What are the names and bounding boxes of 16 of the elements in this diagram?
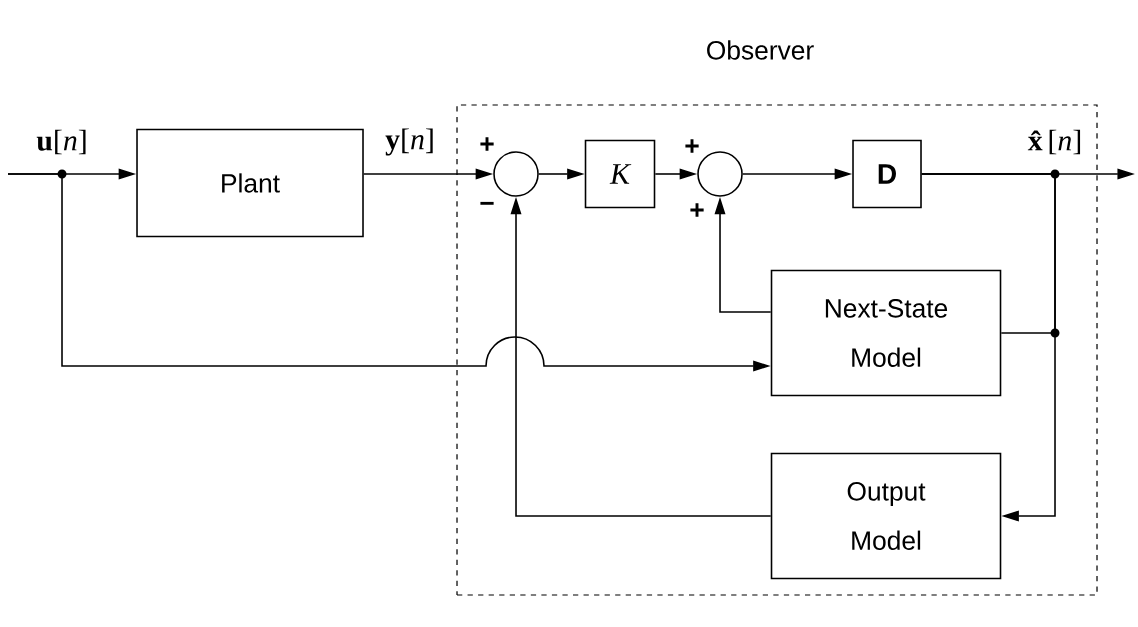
model-box: Next-State Model <box>770 269 1002 397</box>
arrow <box>921 173 1056 522</box>
delay-box: D <box>852 139 922 209</box>
sign-label: + <box>480 137 494 151</box>
box-title: Observer <box>707 40 814 60</box>
summing-junction <box>697 151 743 197</box>
model-box: Output Model <box>770 452 1002 580</box>
sign-label: + <box>690 203 704 217</box>
edge-label: u[n] <box>36 129 86 155</box>
sign-label: + <box>685 139 699 153</box>
sign-label: − <box>480 201 494 205</box>
edge-label: x̂[n] <box>1027 129 1081 155</box>
gain-box: K <box>584 139 656 209</box>
edge-label: y[n] <box>385 128 433 156</box>
summing-junction <box>493 151 539 197</box>
plant-box: Plant <box>136 128 364 238</box>
